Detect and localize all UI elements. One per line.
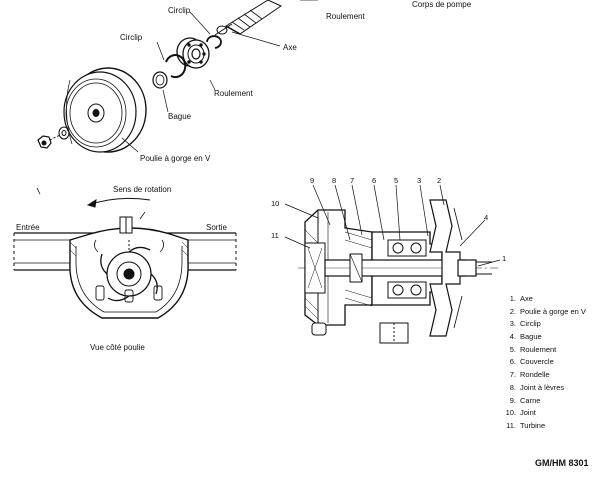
label-sortie: Sortie bbox=[206, 223, 227, 232]
label-circlip-top: Circlip bbox=[168, 6, 191, 15]
bague-part bbox=[152, 71, 168, 89]
label-roulement: Roulement bbox=[214, 89, 253, 98]
legend-item: 4.Bague bbox=[509, 332, 542, 342]
legend-item: 8.Joint à lèvres bbox=[509, 382, 565, 392]
axe-shaft bbox=[214, 0, 283, 36]
label-vue-cote-poulie: Vue côté poulie bbox=[90, 343, 145, 352]
callout-3: 3 bbox=[417, 176, 422, 185]
callout-10: 10 bbox=[271, 199, 280, 208]
label-poulie: Poulie à gorge en V bbox=[140, 154, 211, 163]
exploded-leaders bbox=[121, 11, 281, 153]
legend-item: 5.Roulement bbox=[509, 344, 557, 354]
callout-11: 11 bbox=[271, 231, 279, 240]
callout-7: 7 bbox=[350, 176, 355, 185]
callout-5: 5 bbox=[394, 176, 399, 185]
vue-cote-poulie bbox=[13, 187, 237, 319]
ecrou-rondelle bbox=[37, 126, 70, 149]
label-circlip: Circlip bbox=[120, 33, 143, 42]
callout-9: 9 bbox=[310, 176, 315, 185]
callout-4: 4 bbox=[484, 213, 489, 222]
legend-item: 1.Axe bbox=[509, 294, 533, 303]
label-bague: Bague bbox=[168, 112, 192, 121]
poulie-part bbox=[63, 67, 147, 153]
callout-2: 2 bbox=[437, 176, 442, 185]
label-axe: Axe bbox=[283, 43, 297, 52]
legend: 1.Axe 2.Poulie à gorge en V 3.Circlip 4.… bbox=[498, 293, 606, 433]
label-entree: Entrée bbox=[16, 223, 40, 232]
label-roulement-top: Roulement bbox=[326, 12, 365, 21]
legend-item: 2.Poulie à gorge en V bbox=[509, 306, 586, 316]
label-sens-rotation: Sens de rotation bbox=[113, 185, 172, 194]
callout-6: 6 bbox=[372, 176, 377, 185]
label-corps-de-pompe: Corps de pompe bbox=[412, 0, 472, 9]
legend-item: 9.Carne bbox=[509, 395, 541, 405]
legend-item: 10.Joint bbox=[505, 408, 536, 418]
legend-item: 7.Rondelle bbox=[509, 370, 550, 380]
circlip-top bbox=[206, 35, 222, 49]
legend-item: 11.Turbine bbox=[506, 420, 546, 430]
circlip-mid bbox=[165, 54, 187, 79]
roulement-part bbox=[176, 37, 210, 69]
coupe-pompe bbox=[284, 184, 501, 344]
callout-8: 8 bbox=[332, 176, 337, 185]
legend-item: 3.Circlip bbox=[509, 319, 541, 329]
exploded-view bbox=[37, 0, 318, 153]
callout-1: 1 bbox=[502, 254, 507, 263]
legend-item: 6.Couvercle bbox=[509, 357, 554, 367]
reference-code: GM/HM 8301 bbox=[535, 458, 589, 468]
